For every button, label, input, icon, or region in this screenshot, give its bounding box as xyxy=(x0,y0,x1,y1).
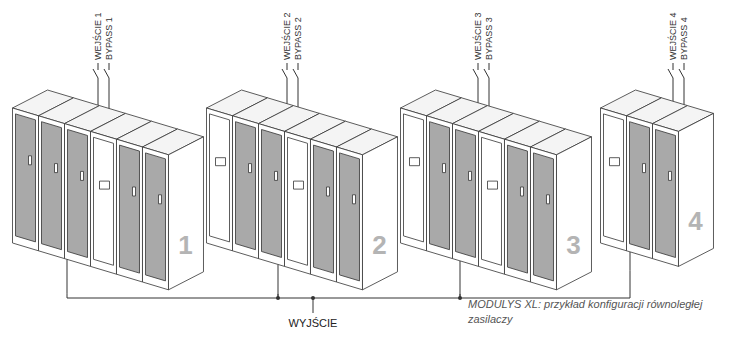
output-stub xyxy=(313,298,314,313)
feed-label: BYPASS 4 xyxy=(679,17,689,60)
feed-label: WEJŚCIE 3 xyxy=(473,12,483,60)
feed-label: WEJŚCIE 2 xyxy=(282,12,292,60)
cabinet-drawing xyxy=(600,90,715,270)
ups-cabinet-group: 3 xyxy=(400,90,593,294)
feed-label: BYPASS 2 xyxy=(293,17,303,60)
ups-cabinet-group: 4 xyxy=(600,90,715,270)
cabinet-drawing xyxy=(400,90,593,294)
output-label: WYJŚCIE xyxy=(289,317,338,330)
ups-cabinet-group: 1 xyxy=(12,90,205,294)
unit-number: 1 xyxy=(173,231,198,259)
figure-caption: MODULYS XL: przykład konfiguracji równol… xyxy=(468,297,738,327)
feed-label: BYPASS 1 xyxy=(104,17,114,60)
unit-number: 2 xyxy=(367,231,392,259)
cabinet-drawing xyxy=(206,90,399,294)
cabinet-drawing xyxy=(12,90,205,294)
output-bus xyxy=(278,294,460,298)
ups-cabinet-group: 2 xyxy=(206,90,399,294)
unit-number: 4 xyxy=(683,207,708,235)
feed-label: WEJŚCIE 1 xyxy=(93,12,103,60)
feed-label: WEJŚCIE 4 xyxy=(668,12,678,60)
feed-label: BYPASS 3 xyxy=(484,17,494,60)
output-bus xyxy=(67,294,278,298)
unit-number: 3 xyxy=(561,231,586,259)
